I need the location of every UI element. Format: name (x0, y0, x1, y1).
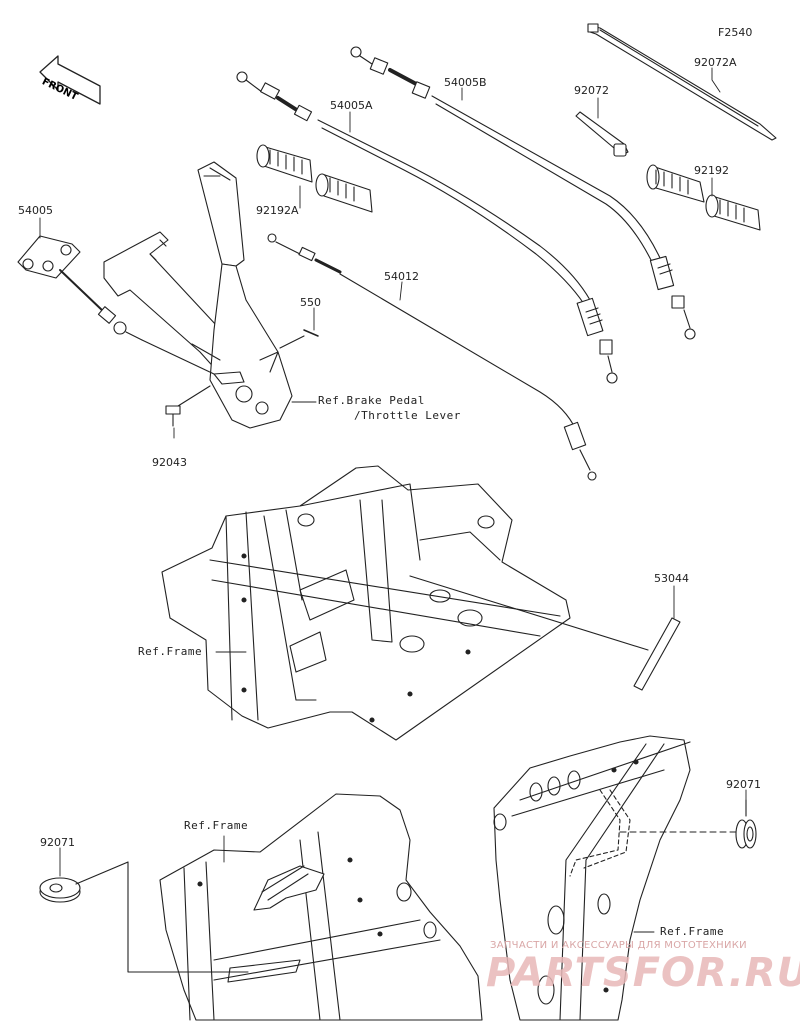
grommet-92071-left (39, 861, 249, 973)
part-92043: 92043 (152, 456, 187, 469)
part-92072: 92072 (574, 84, 609, 97)
figure-code: F2540 (718, 26, 753, 39)
cable-54005b (350, 46, 696, 340)
grommet-pair-right (646, 164, 761, 231)
bolt-92043 (165, 385, 211, 427)
brake-lever-assembly (103, 161, 293, 429)
ref-frame-bottom-right: Ref.Frame (660, 925, 725, 938)
cable-tie-long (587, 23, 777, 141)
leader-lines (39, 67, 747, 933)
center-frame (161, 465, 571, 741)
part-54012: 54012 (384, 270, 419, 283)
front-arrow-icon (39, 55, 101, 105)
part-54005: 54005 (18, 204, 53, 217)
part-92192a: 92192A (256, 204, 299, 217)
part-53044: 53044 (654, 572, 689, 585)
ref-throttle-lever: /Throttle Lever (354, 409, 461, 422)
grommet-pair-left (256, 144, 373, 213)
grommet-92071-right (735, 799, 757, 849)
ref-frame-bottom-left: Ref.Frame (184, 819, 249, 832)
part-54005b: 54005B (444, 76, 487, 89)
cable-tie-short (575, 111, 629, 157)
cable-54012 (267, 233, 597, 481)
watermark-tagline: ЗАПЧАСТИ И АКСЕССУАРЫ ДЛЯ МОТОТЕХНИКИ (490, 940, 747, 951)
part-92071-right: 92071 (726, 778, 761, 791)
frame-bottom-right (493, 735, 737, 1021)
part-550: 550 (300, 296, 321, 309)
ref-brake-pedal: Ref.Brake Pedal (318, 394, 425, 407)
part-92071-left: 92071 (40, 836, 75, 849)
pin-550 (279, 329, 319, 349)
tie-53044 (409, 575, 681, 691)
part-92072a: 92072A (694, 56, 737, 69)
part-92192: 92192 (694, 164, 729, 177)
watermark-brand: PARTSFOR.RU (486, 950, 800, 996)
cable-54005 (17, 235, 143, 341)
ref-frame-center: Ref.Frame (138, 645, 203, 658)
frame-bottom-left (159, 793, 483, 1021)
cable-54005a (236, 71, 618, 384)
part-54005a: 54005A (330, 99, 373, 112)
